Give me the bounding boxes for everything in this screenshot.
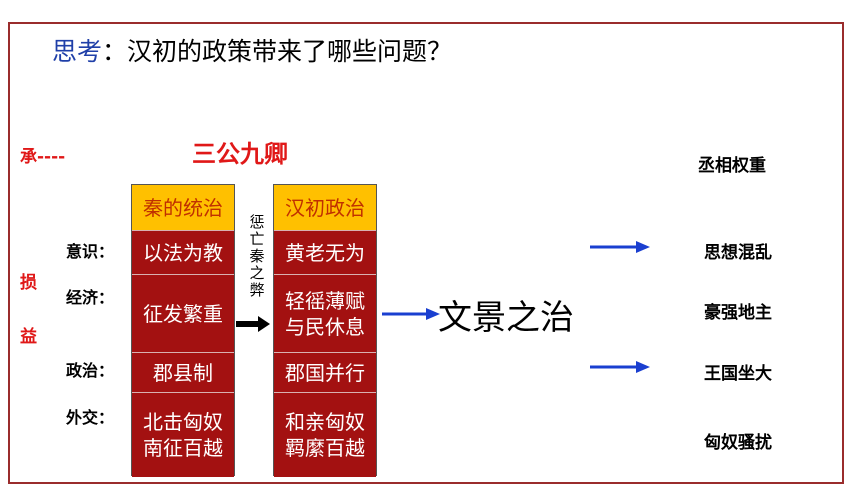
problem-landlords: 豪强地主 xyxy=(704,303,772,323)
problem-kingdoms: 王国坐大 xyxy=(704,364,772,384)
row-label-politics: 政治： xyxy=(66,361,115,380)
han-cell-economy: 轻徭薄赋 与民休息 xyxy=(274,275,376,353)
arrow-caption: 惩亡秦之弊 xyxy=(249,213,265,299)
label-cheng: 承---- xyxy=(20,147,66,167)
qin-cell-economy: 征发繁重 xyxy=(132,275,234,353)
han-column: 汉初政治 黄老无为 轻徭薄赋 与民休息 郡国并行 和亲匈奴 羁縻百越 xyxy=(273,184,377,477)
label-sun: 损 xyxy=(20,273,37,293)
problem-ideology: 思想混乱 xyxy=(704,243,772,263)
row-label-economy: 经济： xyxy=(66,288,115,307)
row-label-ideology: 意识： xyxy=(66,242,115,261)
han-cell-ideology: 黄老无为 xyxy=(274,231,376,275)
han-cell-diplomacy: 和亲匈奴 羁縻百越 xyxy=(274,393,376,477)
problem-arrow-icon xyxy=(590,241,650,253)
problem-chancellor: 丞相权重 xyxy=(698,156,766,176)
black-arrow-icon xyxy=(236,316,270,332)
wenjing-result: 文景之治 xyxy=(438,298,574,338)
result-arrow-icon xyxy=(382,308,440,320)
qin-column: 秦的统治 以法为教 征发繁重 郡县制 北击匈奴 南征百越 xyxy=(131,184,235,477)
label-yi: 益 xyxy=(20,327,37,347)
qin-cell-ideology: 以法为教 xyxy=(132,231,234,275)
row-label-diplomacy: 外交： xyxy=(66,408,115,427)
title-question: ：汉初的政策带来了哪些问题？ xyxy=(102,37,453,66)
problem-xiongnu: 匈奴骚扰 xyxy=(704,433,772,453)
slide-title: 思考：汉初的政策带来了哪些问题？ xyxy=(52,32,452,68)
qin-header: 秦的统治 xyxy=(132,185,234,231)
qin-cell-politics: 郡县制 xyxy=(132,353,234,393)
problem-arrow-icon xyxy=(590,361,650,373)
title-think: 思考 xyxy=(52,37,103,66)
han-header: 汉初政治 xyxy=(274,185,376,231)
qin-cell-diplomacy: 北击匈奴 南征百越 xyxy=(132,393,234,477)
slide-frame xyxy=(8,22,844,484)
han-cell-politics: 郡国并行 xyxy=(274,353,376,393)
sangong-jiuqing: 三公九卿 xyxy=(192,140,288,168)
